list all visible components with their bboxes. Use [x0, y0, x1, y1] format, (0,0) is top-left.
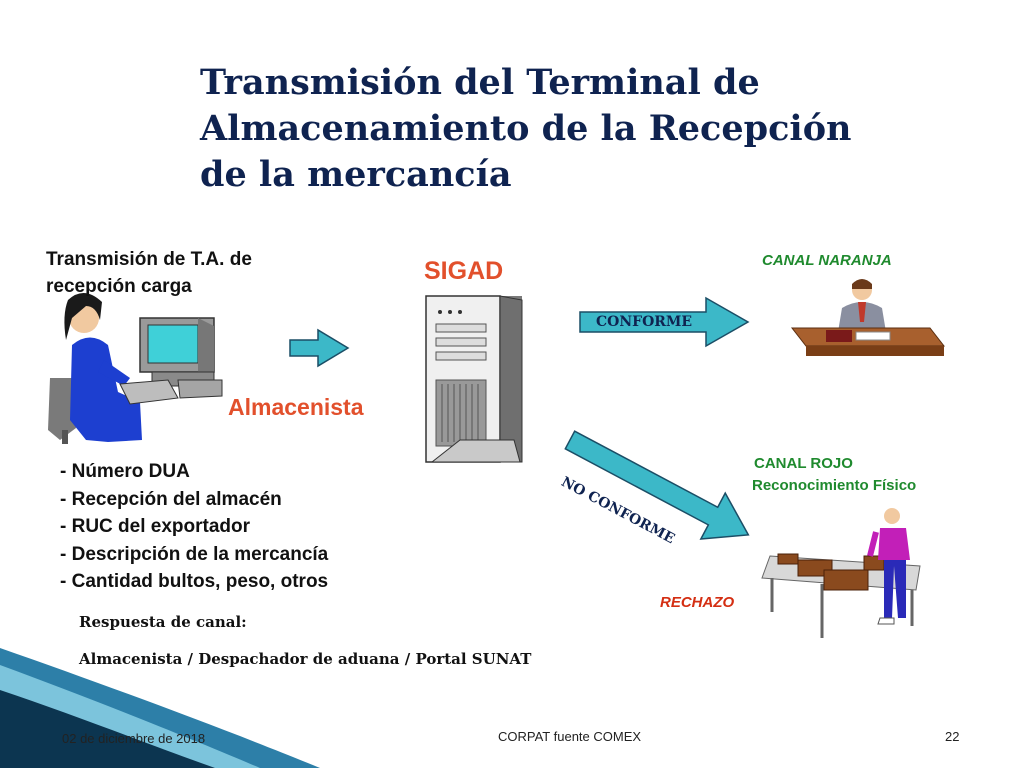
list-item: - RUC del exportador: [60, 516, 251, 537]
inspection-table-icon: [761, 508, 921, 638]
response-title: Respuesta de canal:: [79, 613, 247, 631]
warehouse-label: Almacenista: [228, 394, 364, 420]
list-item: - Descripción de la mercancía: [60, 543, 329, 565]
page-number: 22: [945, 729, 960, 744]
corner-swoosh: [0, 648, 320, 768]
footer-date: 02 de diciembre de 2018: [62, 731, 206, 746]
transmission-label: Transmisión de T.A. de recepción carga: [46, 246, 252, 300]
list-item: - Número DUA: [60, 461, 190, 482]
woman-computer-icon: [48, 292, 223, 444]
title-line-1: Transmisión del Terminal de: [200, 62, 760, 103]
footer-source: CORPAT fuente COMEX: [498, 729, 642, 744]
transmission-label-line-2: recepción carga: [46, 276, 192, 297]
canal-rojo-label: CANAL ROJO: [754, 455, 853, 472]
list-item: - Recepción del almacén: [60, 488, 282, 510]
canal-naranja-label: CANAL NARANJA: [762, 252, 892, 269]
transmit-arrow-icon: [289, 328, 350, 368]
slide-title: Transmisión del Terminal de Almacenamien…: [200, 60, 960, 198]
rechazo-label: RECHAZO: [660, 594, 735, 611]
canal-rojo-detail: Reconocimiento Físico: [752, 477, 917, 494]
conforme-label: CONFORME: [596, 314, 693, 330]
officer-desk-icon: [790, 279, 946, 356]
title-line-2: Almacenamiento de la Recepción: [200, 108, 852, 149]
server-tower-icon: [425, 295, 523, 463]
transmission-label-line-1: Transmisión de T.A. de: [46, 249, 252, 270]
title-line-3: de la mercancía: [200, 154, 512, 195]
conforme-arrow-icon: [579, 296, 750, 348]
no-conforme-arrow-icon: [564, 430, 750, 540]
data-fields-list: - Número DUA - Recepción del almacén - R…: [60, 458, 328, 596]
response-detail: Almacenista / Despachador de aduana / Po…: [79, 650, 532, 668]
sigad-label: SIGAD: [424, 257, 504, 285]
list-item: - Cantidad bultos, peso, otros: [60, 571, 329, 592]
